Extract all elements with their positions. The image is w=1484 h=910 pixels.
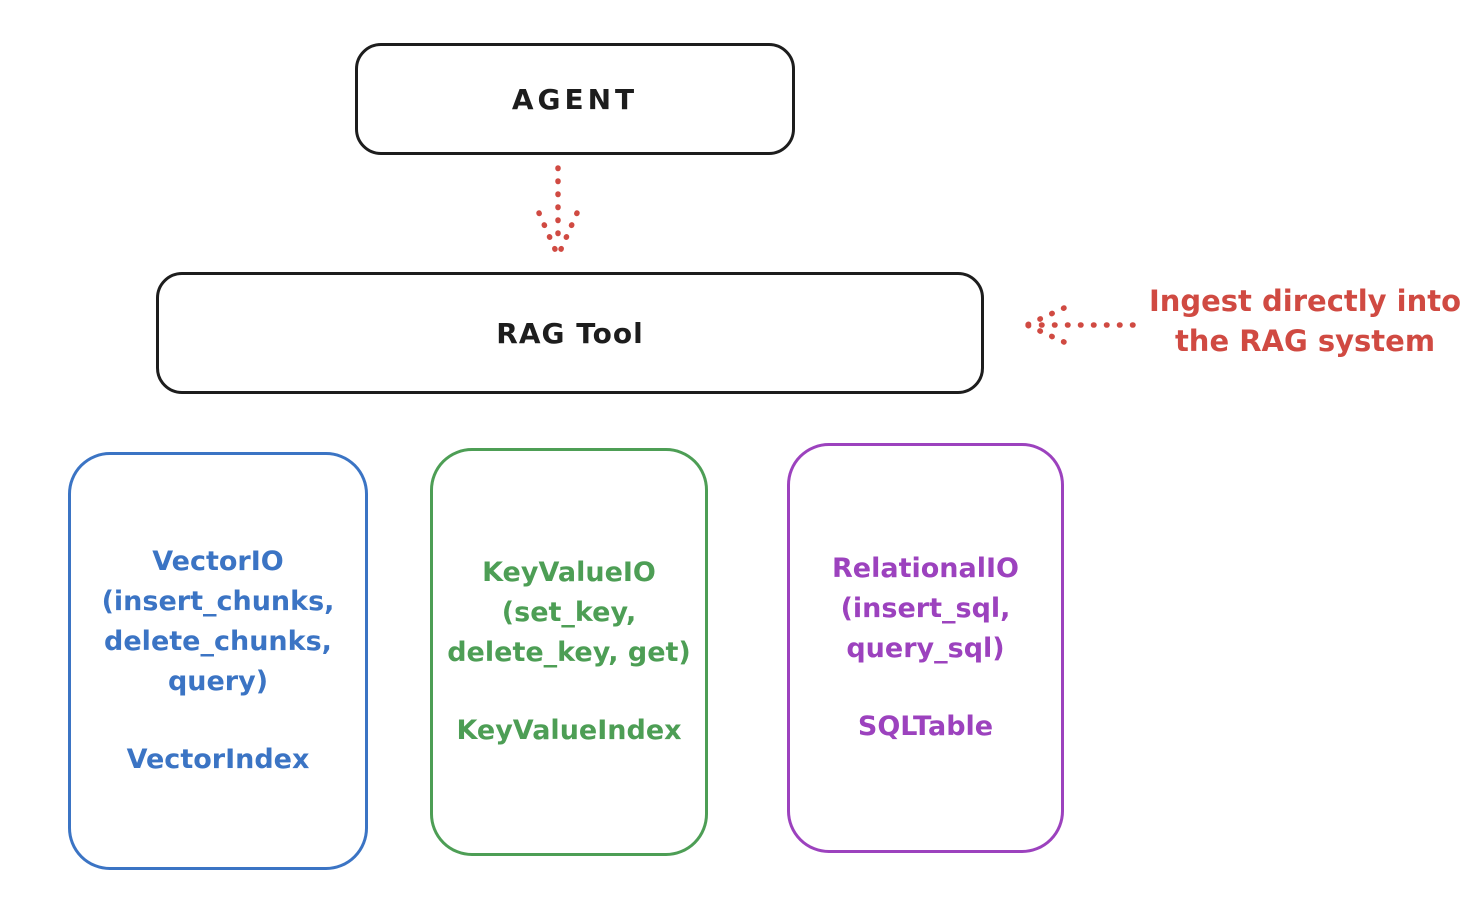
relational-io-api-line: query_sql) — [846, 633, 1005, 664]
relational-io-card: RelationalIO (insert_sql, query_sql) SQL… — [787, 443, 1064, 853]
vector-io-api-line: (insert_chunks, — [101, 586, 335, 617]
key-value-io-api-line: (set_key, — [501, 597, 637, 628]
ingest-annotation-line1: Ingest directly into — [1148, 284, 1462, 318]
vector-index-label: VectorIndex — [126, 744, 310, 775]
vector-io-card: VectorIO (insert_chunks, delete_chunks, … — [68, 452, 368, 870]
rag-tool-box: RAG Tool — [156, 272, 984, 394]
vector-io-api-line: delete_chunks, — [104, 626, 332, 657]
key-value-io-api-line: delete_key, get) — [447, 637, 691, 668]
vector-io-api-line: query) — [167, 666, 269, 697]
ingest-annotation-line2: the RAG system — [1174, 324, 1436, 358]
relational-io-title: RelationalIO — [832, 553, 1019, 584]
relational-io-api-line: (insert_sql, — [840, 593, 1011, 624]
key-value-io-title: KeyValueIO — [482, 557, 656, 588]
key-value-io-card: KeyValueIO (set_key, delete_key, get) Ke… — [430, 448, 708, 856]
arrow-annotation-to-rag-tool-icon — [1024, 305, 1136, 345]
rag-tool-label: RAG Tool — [496, 316, 644, 350]
agent-label: AGENT — [511, 82, 639, 116]
sql-table-label: SQLTable — [857, 711, 994, 742]
vector-io-title: VectorIO — [152, 546, 284, 577]
agent-box: AGENT — [355, 43, 795, 155]
ingest-annotation: Ingest directly into the RAG system — [1140, 281, 1470, 361]
arrow-agent-to-rag-tool-icon — [536, 165, 580, 259]
key-value-index-label: KeyValueIndex — [456, 715, 682, 746]
